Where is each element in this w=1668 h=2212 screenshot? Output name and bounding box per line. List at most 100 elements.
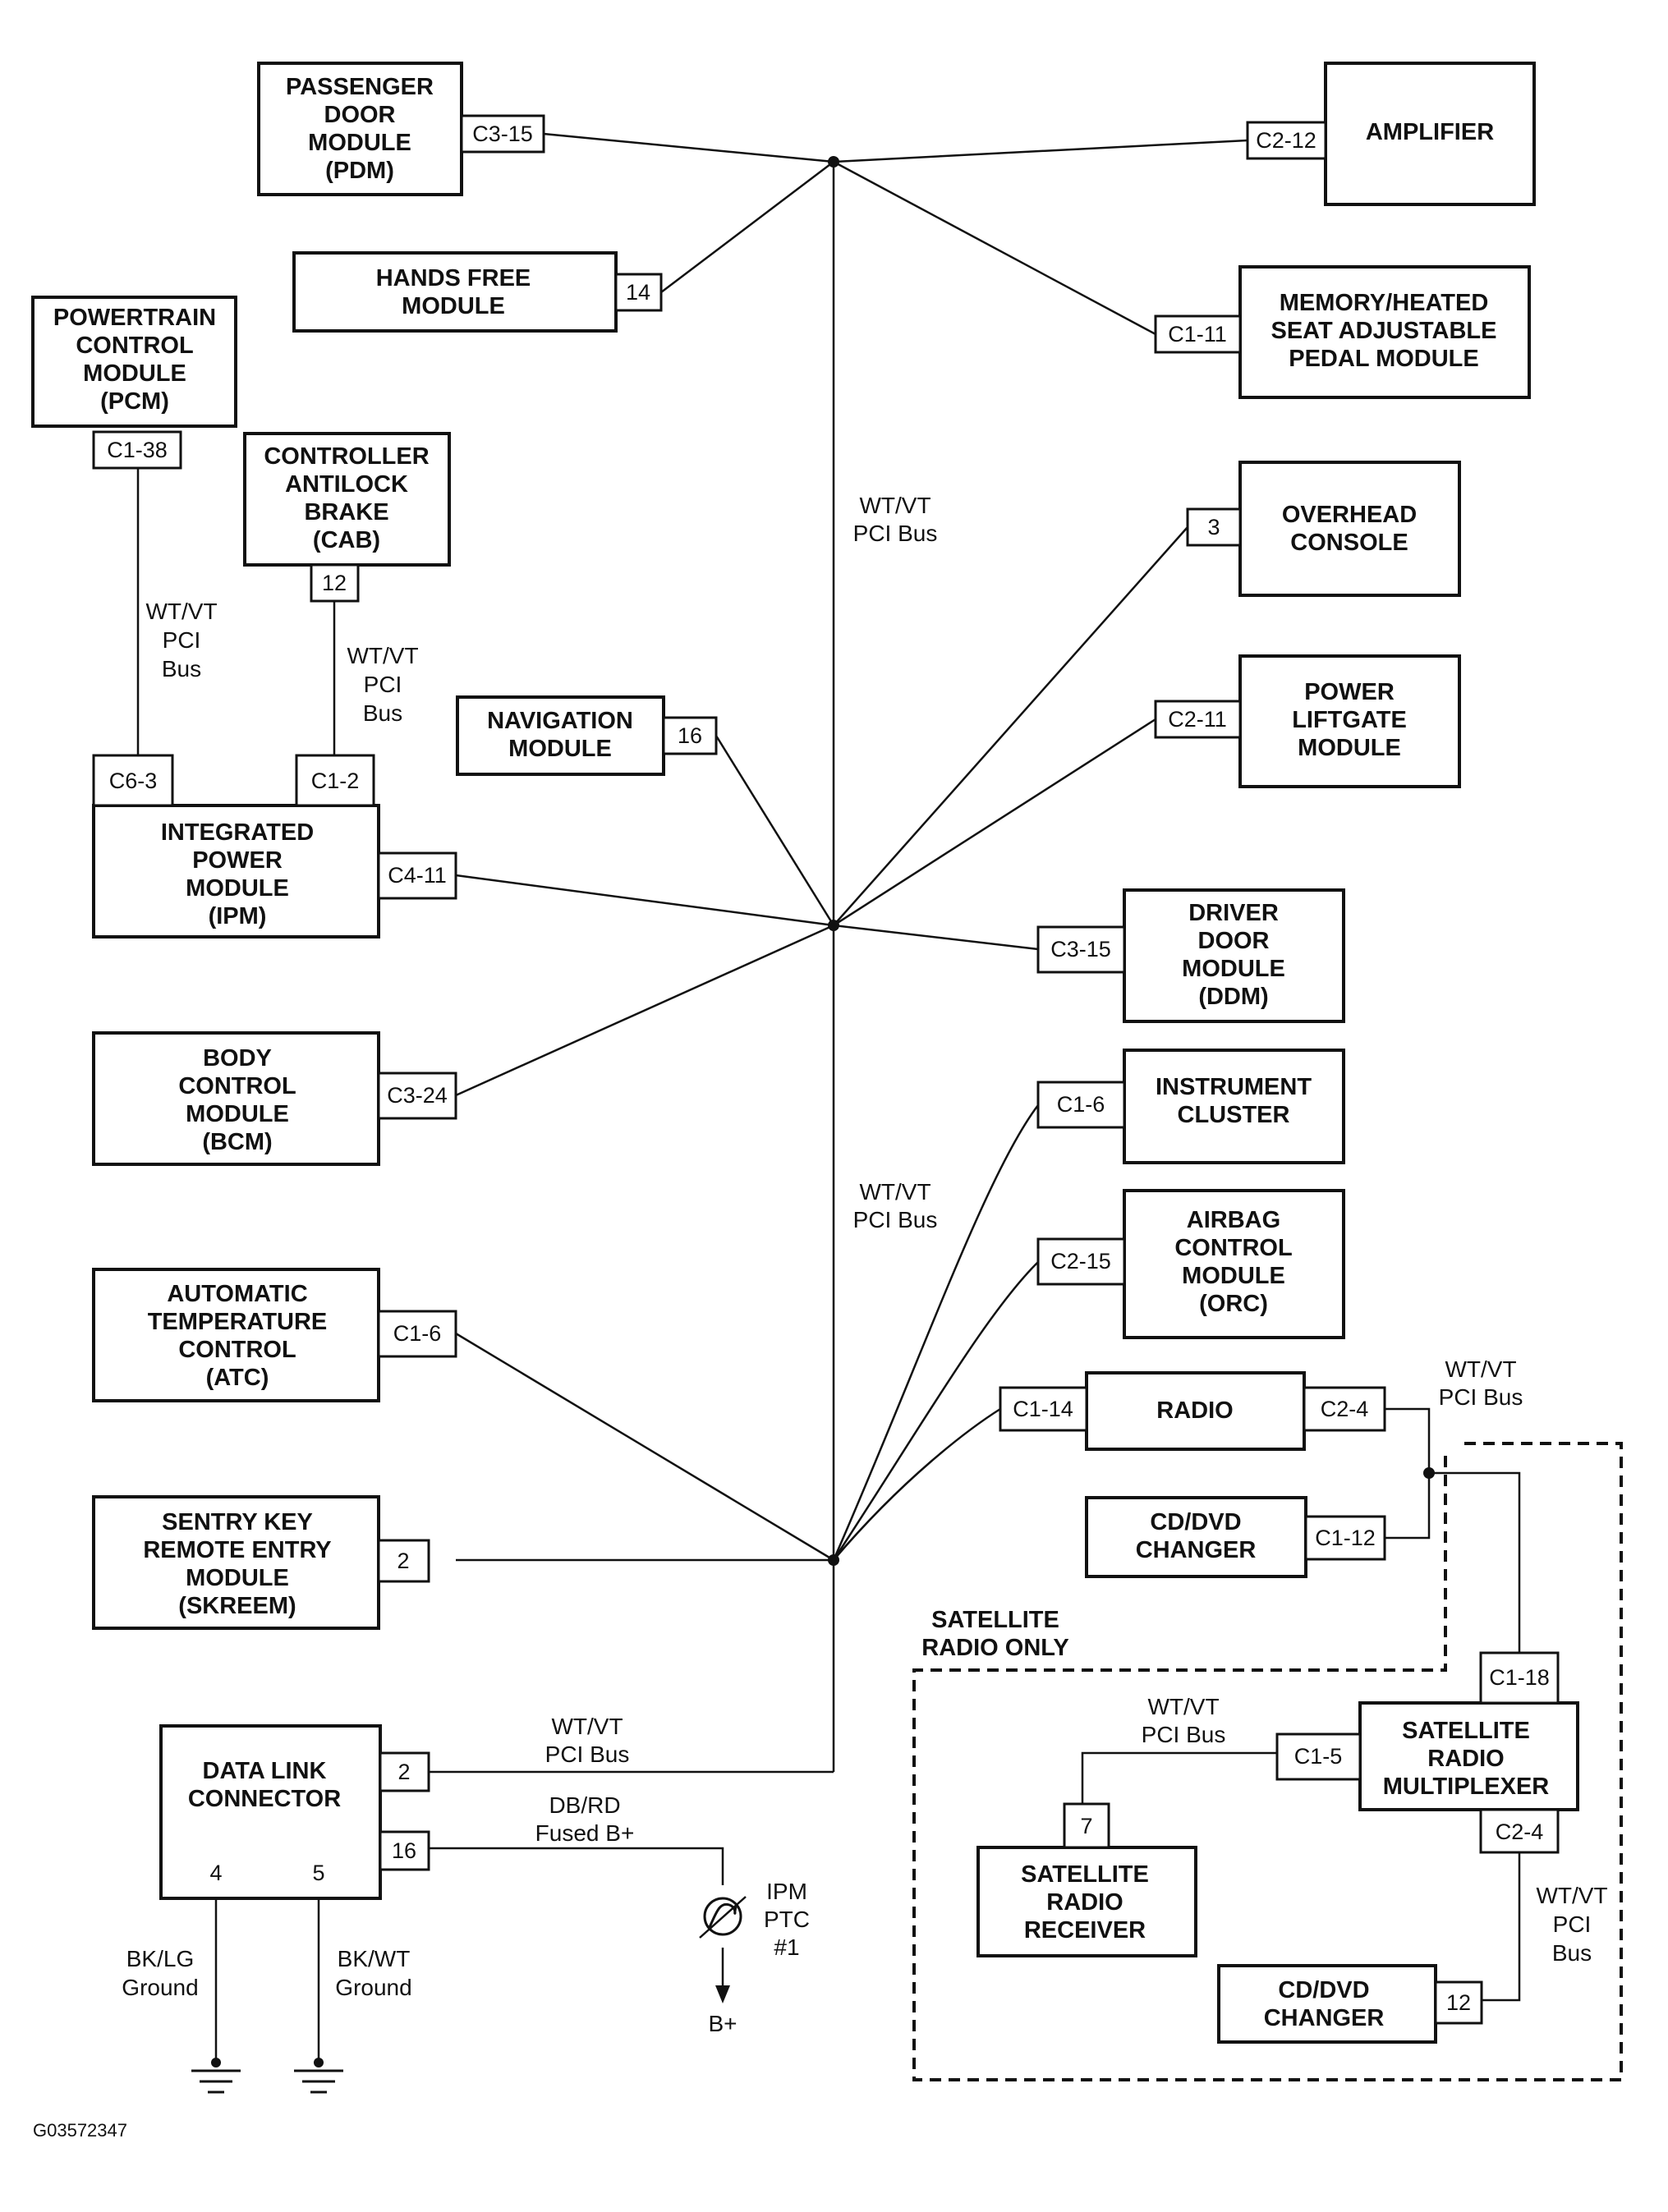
- pin-mux-c2-4: C2-4: [1479, 1808, 1560, 1854]
- ground-icon: [191, 2058, 241, 2094]
- svg-text:AMPLIFIER: AMPLIFIER: [1366, 119, 1494, 145]
- pin-skreem-2: 2: [377, 1539, 430, 1583]
- pin-pcm-c1-38: C1-38: [92, 430, 182, 470]
- svg-text:12: 12: [1446, 1990, 1471, 2015]
- pin-receiver-7: 7: [1063, 1802, 1110, 1849]
- figure-id: G03572347: [33, 2120, 127, 2141]
- module-amplifier: AMPLIFIER: [1324, 62, 1536, 206]
- svg-text:C1-6: C1-6: [393, 1321, 442, 1346]
- svg-text:C2-15: C2-15: [1050, 1249, 1111, 1274]
- svg-text:C1-11: C1-11: [1168, 322, 1227, 346]
- pin-pdm-c3-15: C3-15: [460, 114, 545, 154]
- splice-dot-lower: [828, 1554, 839, 1566]
- ptc-fuse-icon: [699, 1896, 747, 1939]
- splice-points: [828, 156, 1435, 1566]
- pin-mux-c1-5: C1-5: [1275, 1732, 1362, 1781]
- pin-ipm-c1-2: C1-2: [295, 754, 375, 807]
- svg-text:C3-15: C3-15: [1050, 937, 1111, 961]
- svg-text:16: 16: [678, 723, 702, 748]
- pin-dlc-16: 16: [379, 1830, 430, 1871]
- pin-radio-c2-4: C2-4: [1303, 1386, 1386, 1432]
- svg-text:C2-12: C2-12: [1256, 128, 1316, 153]
- svg-text:2: 2: [397, 1549, 409, 1573]
- pin-cd-dvd-c1-12: C1-12: [1304, 1515, 1386, 1561]
- splice-dot-top: [828, 156, 839, 168]
- pin-ipm-c6-3: C6-3: [92, 754, 174, 807]
- svg-text:C1-5: C1-5: [1294, 1744, 1343, 1769]
- b-plus-label: B+: [708, 2011, 737, 2036]
- svg-text:14: 14: [626, 280, 650, 305]
- pin-cd-dvd-12: 12: [1434, 1980, 1483, 2025]
- pin-mux-c1-18: C1-18: [1479, 1651, 1560, 1705]
- svg-text:C1-12: C1-12: [1315, 1526, 1376, 1550]
- pin-overhead-3: 3: [1186, 507, 1242, 547]
- svg-text:C1-38: C1-38: [107, 438, 168, 462]
- svg-text:RADIO: RADIO: [1156, 1397, 1233, 1424]
- svg-text:C2-4: C2-4: [1496, 1820, 1544, 1844]
- svg-text:3: 3: [1207, 515, 1220, 539]
- svg-text:C6-3: C6-3: [109, 769, 158, 793]
- svg-text:2: 2: [397, 1760, 410, 1784]
- pin-hands-free-14: 14: [614, 273, 663, 312]
- pin-ipm-c4-11: C4-11: [377, 851, 457, 900]
- svg-text:12: 12: [322, 571, 347, 595]
- pin-liftgate-c2-11: C2-11: [1154, 700, 1242, 739]
- splice-dot-middle: [828, 920, 839, 931]
- svg-text:C1-14: C1-14: [1013, 1397, 1073, 1421]
- svg-text:C2-11: C2-11: [1168, 707, 1227, 732]
- pin-atc-c1-6: C1-6: [377, 1310, 457, 1358]
- pin-cluster-c1-6: C1-6: [1036, 1081, 1126, 1129]
- splice-dot-radio: [1423, 1467, 1435, 1479]
- pin-cab-12: 12: [310, 563, 360, 603]
- ground-icon: [294, 2058, 343, 2094]
- svg-text:7: 7: [1080, 1814, 1092, 1838]
- svg-text:C2-4: C2-4: [1321, 1397, 1369, 1421]
- svg-text:16: 16: [392, 1838, 416, 1863]
- pin-memory-seat-c1-11: C1-11: [1154, 314, 1242, 354]
- svg-text:C3-24: C3-24: [387, 1083, 448, 1108]
- svg-text:C4-11: C4-11: [388, 863, 447, 888]
- svg-text:C3-15: C3-15: [472, 122, 533, 146]
